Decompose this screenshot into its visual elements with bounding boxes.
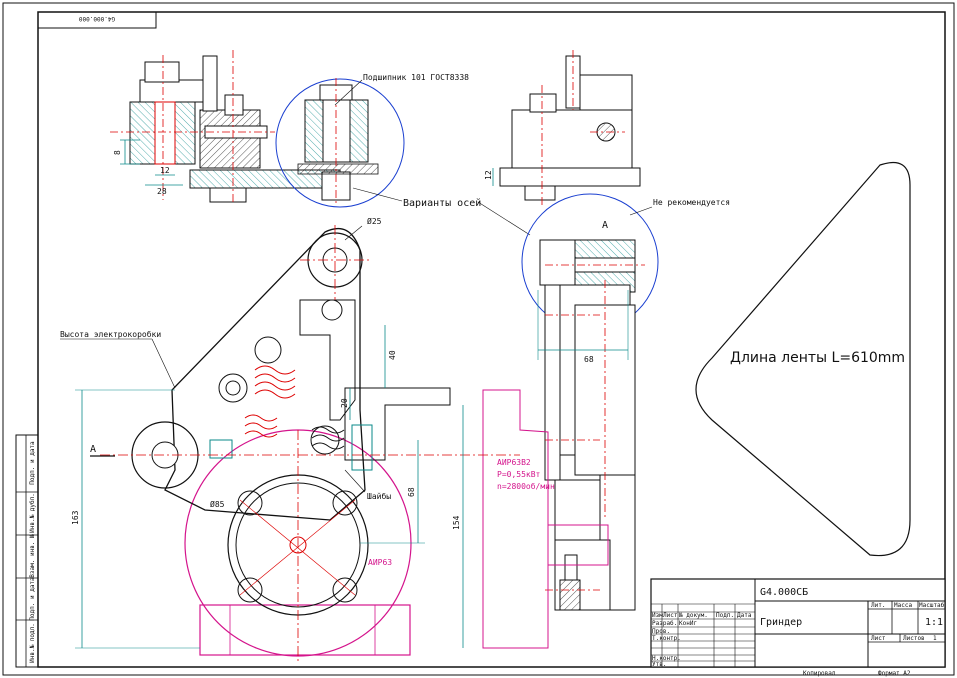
side-stamp-columns: Подп. и дата Инв.№ дубл. Взам. инв. № По… xyxy=(15,434,39,668)
top-side-view: 12 xyxy=(484,50,641,205)
tb-header-sign: Подп. xyxy=(716,612,734,619)
motor-side-view: АИР63В2 P=0,55кВт n=2800об/мин xyxy=(482,389,609,649)
tb-role-tcontr: Т.контр. xyxy=(652,635,681,642)
dim-154: 154 xyxy=(452,515,461,530)
dim-163: 163 xyxy=(71,510,80,525)
stamp-col-5: Инв.№ подл. xyxy=(29,623,36,663)
axle-variants-label: Варианты осей xyxy=(403,197,481,209)
tb-header-izm: Изм xyxy=(652,612,663,619)
tb-designation: G4.000СБ xyxy=(760,587,808,598)
dim-68-front: 68 xyxy=(407,487,416,497)
tb-scale-value: 1:1 xyxy=(925,617,943,628)
tb-role-approved: Утв. xyxy=(652,661,666,668)
dim-dia-85: Ø85 xyxy=(210,499,225,509)
tb-role-dev: Разраб. xyxy=(652,620,677,627)
tb-scale-header: Масштаб xyxy=(919,602,945,609)
stamp-col-4: Подп. и дата xyxy=(29,577,36,621)
motor-power-label: P=0,55кВт xyxy=(497,470,541,479)
dim-dia-25: Ø25 xyxy=(367,216,382,226)
tb-sheets-count: 1 xyxy=(933,635,937,642)
tb-role-ncontr: Н.контр. xyxy=(652,655,681,662)
sheet-inner-frame xyxy=(37,11,946,668)
dim-8: 8 xyxy=(113,150,122,155)
stamp-col-1: Подп. и дата xyxy=(29,441,36,485)
tb-role-check: Пров. xyxy=(652,628,670,635)
dim-28: 28 xyxy=(157,187,167,196)
motor-front-label: АИР63 xyxy=(368,558,392,567)
dim-68: 68 xyxy=(584,355,594,364)
tb-header-date: Дата xyxy=(737,612,752,619)
tb-header-list: Лист xyxy=(663,612,678,619)
axle-section-view: 8 12 28 xyxy=(110,50,341,205)
bearing-detail-view: Подшипник 101 ГОСТ8338 xyxy=(275,73,469,208)
stamp-col-3: Взам. инв. № xyxy=(29,534,36,578)
main-front-view: АИР63 xyxy=(60,216,520,662)
dim-12-side: 12 xyxy=(484,170,493,180)
view-a-label: A xyxy=(602,220,608,231)
dim-12: 12 xyxy=(160,166,170,175)
vertical-section-view: A Не рекомендуется 68 xyxy=(521,193,730,611)
tb-mass-header: Масса xyxy=(894,602,912,609)
motor-speed-label: n=2800об/мин xyxy=(497,481,555,491)
tb-sheets-label: Листов xyxy=(903,635,925,642)
tb-header-docnum: № докум. xyxy=(679,612,708,619)
motor-model-label: АИР63В2 xyxy=(497,458,531,467)
section-a-marker: A xyxy=(90,444,96,455)
format-label: Формат А2 xyxy=(878,670,911,677)
gearbox-height-note: Высота электрокоробки xyxy=(60,329,161,339)
washers-note: Шайбы xyxy=(367,491,391,501)
belt-outline xyxy=(695,161,911,557)
tb-dev-name: КонИг xyxy=(679,620,697,627)
dim-20: 20 xyxy=(340,398,349,408)
copied-label: Копировал xyxy=(803,670,836,677)
stamp-col-2: Инв.№ дубл. xyxy=(29,493,36,533)
tb-sheet-label: Лист xyxy=(871,635,886,642)
tb-lit-header: Лит. xyxy=(871,602,885,609)
not-recommended-note: Не рекомендуется xyxy=(653,198,730,207)
belt-length-label: Длина ленты L=610mm xyxy=(730,350,905,366)
rotated-code-text: G4.000.000 xyxy=(79,15,116,22)
tb-product-name: Гриндер xyxy=(760,617,802,628)
dim-40: 40 xyxy=(388,350,397,360)
bearing-note: Подшипник 101 ГОСТ8338 xyxy=(363,73,469,82)
title-block: Изм Лист № докум. Подп. Дата Разраб. Кон… xyxy=(650,578,946,668)
rotated-code-box xyxy=(37,11,157,29)
